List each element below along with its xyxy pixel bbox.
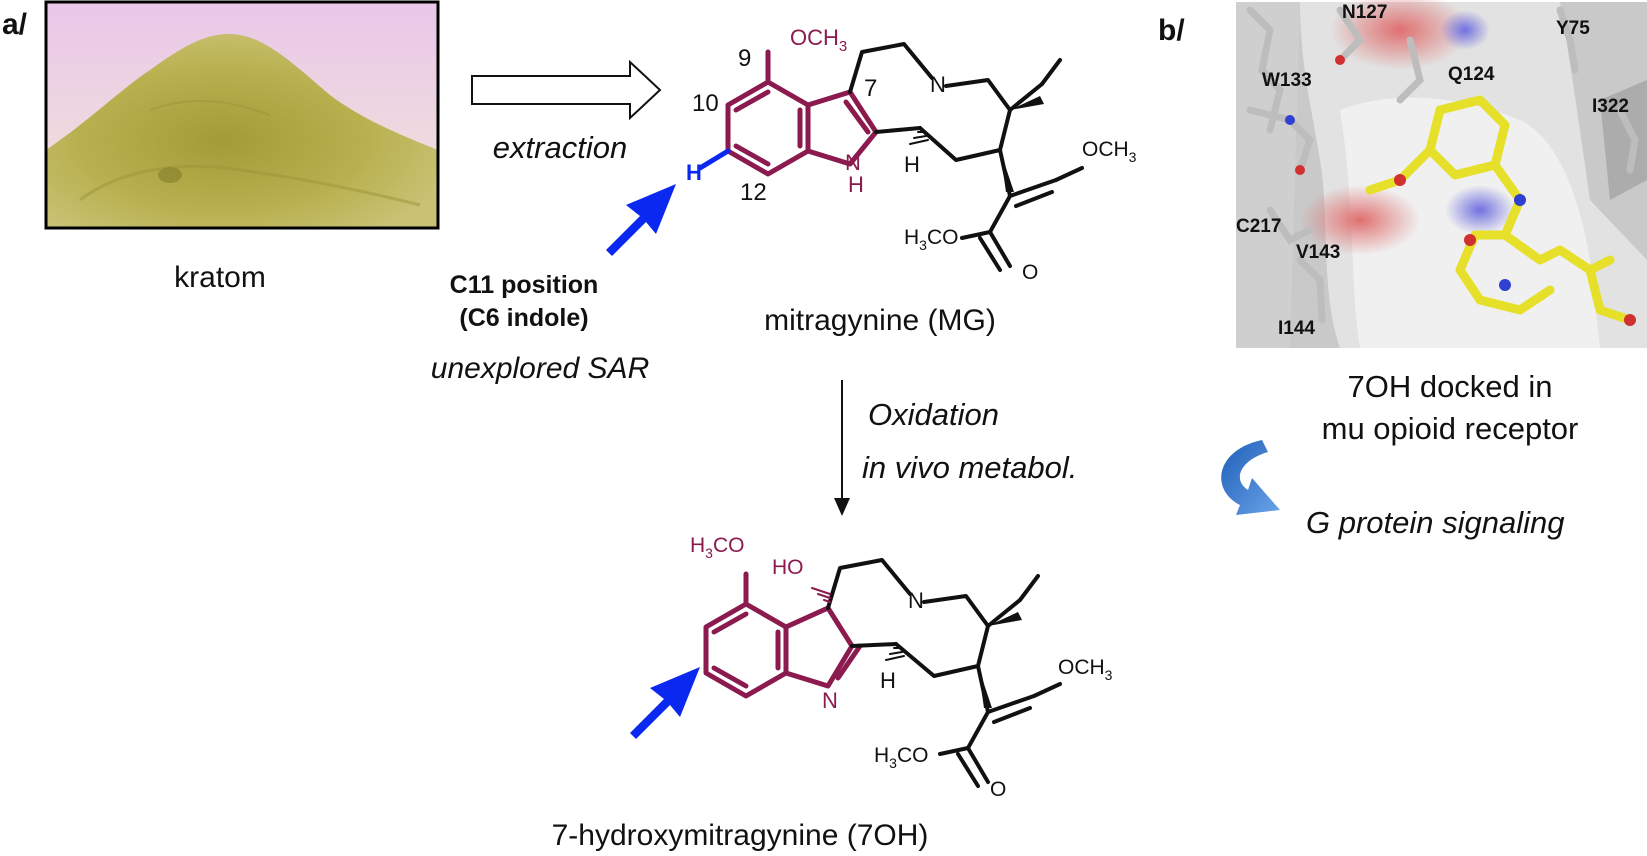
mg-num-10: 10 xyxy=(692,90,719,117)
docking-render xyxy=(1236,0,1647,348)
signaling-curved-arrow xyxy=(1221,440,1280,515)
residue-q124: Q124 xyxy=(1448,64,1495,85)
oh-hydroxyl: HO xyxy=(772,556,804,579)
mg-methoxy-top: OCH3 xyxy=(790,25,847,55)
oh-n-atom: N xyxy=(908,588,924,613)
oh-side-methoxy: OCH3 xyxy=(1058,656,1113,683)
mg-num-9: 9 xyxy=(738,45,751,72)
c11-pointer-arrow-bottom xyxy=(630,667,700,739)
residue-c217: C217 xyxy=(1236,216,1281,237)
mg-indole-n: N xyxy=(845,150,861,175)
residue-v143: V143 xyxy=(1296,242,1340,263)
mg-n-atom: N xyxy=(930,72,946,97)
oh-methoxy: H3CO xyxy=(690,534,744,561)
residue-y75: Y75 xyxy=(1556,18,1590,39)
mg-indole-h: H xyxy=(848,172,864,197)
extraction-arrow xyxy=(471,59,662,121)
residue-n127: N127 xyxy=(1342,2,1387,23)
mg-side-methoxy: OCH3 xyxy=(1082,138,1137,165)
mitragynine-name: mitragynine (MG) xyxy=(764,304,996,337)
hydroxymitragynine-name: 7-hydroxymitragynine (7OH) xyxy=(552,819,929,852)
c11-note-line2: (C6 indole) xyxy=(459,304,588,332)
residue-w133: W133 xyxy=(1262,70,1312,91)
mg-h-stereo: H xyxy=(904,152,920,177)
kratom-photo xyxy=(44,0,440,230)
c11-note-line1: C11 position xyxy=(450,271,599,299)
oh-imine-n: N xyxy=(822,688,838,713)
kratom-caption: kratom xyxy=(174,261,266,294)
mitragynine-structure xyxy=(697,42,1084,272)
metabolism-label: in vivo metabol. xyxy=(862,450,1077,485)
oh-ester-oxo: O xyxy=(990,778,1006,801)
mg-num-12: 12 xyxy=(740,179,767,206)
panel-b-label: b/ xyxy=(1158,14,1185,47)
mg-ester-oxo: O xyxy=(1022,261,1038,284)
extraction-label: extraction xyxy=(493,130,627,165)
c11-note-line3: unexplored SAR xyxy=(431,352,649,385)
oxidation-arrow-head xyxy=(834,498,850,516)
g-protein-signaling-label: G protein signaling xyxy=(1306,505,1565,540)
mg-c11-hydrogen: H xyxy=(686,160,702,185)
oxidation-label: Oxidation xyxy=(868,397,999,432)
mg-ester-methoxy: H3CO xyxy=(904,226,958,253)
docking-caption-line2: mu opioid receptor xyxy=(1322,411,1579,446)
panel-a-label: a/ xyxy=(2,8,28,41)
docking-caption-line1: 7OH docked in xyxy=(1347,369,1552,404)
residue-i322: I322 xyxy=(1592,96,1629,117)
mg-num-7: 7 xyxy=(864,75,877,102)
residue-i144: I144 xyxy=(1278,318,1315,339)
oh-h-stereo: H xyxy=(880,668,896,693)
oh-ester-methoxy: H3CO xyxy=(874,744,928,771)
c11-pointer-arrow-top xyxy=(606,184,676,256)
hydroxymitragynine-structure xyxy=(703,558,1062,788)
